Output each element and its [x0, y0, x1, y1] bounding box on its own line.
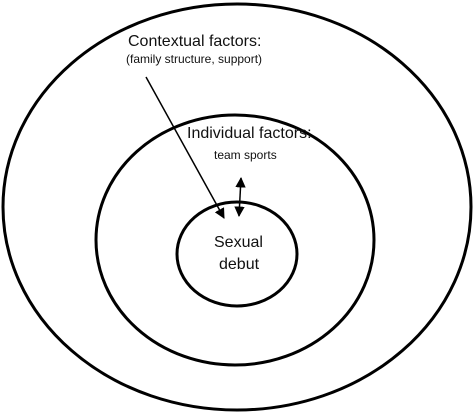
outer-ring-title: Contextual factors:	[128, 33, 261, 50]
context-to-debut-arrow	[145, 76, 225, 219]
middle-ring-ellipse	[94, 113, 376, 367]
core-label-line2: debut	[219, 256, 260, 273]
middle-ring-detail: team sports	[214, 148, 277, 162]
individual-debut-double-arrow	[234, 176, 246, 218]
outer-ring-detail: (family structure, support)	[126, 52, 262, 66]
middle-ring-title: Individual factors:	[187, 125, 312, 142]
core-ellipse	[175, 200, 299, 308]
core-label-line1: Sexual	[214, 234, 263, 251]
